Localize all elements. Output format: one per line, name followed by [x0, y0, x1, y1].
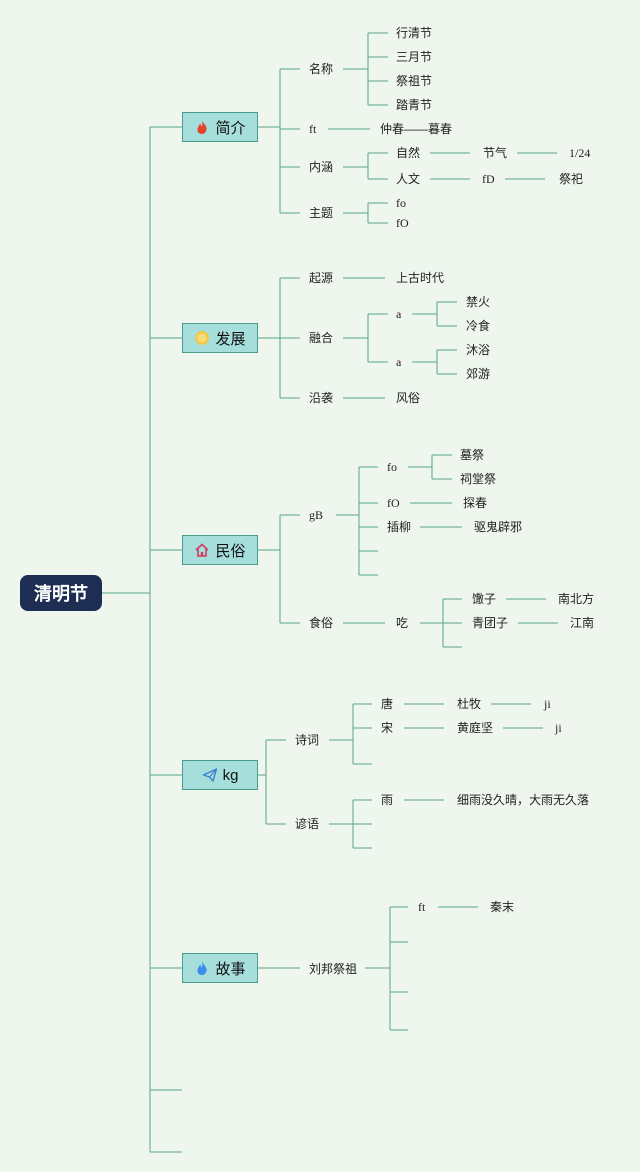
branch-custom[interactable]: 民俗 [182, 535, 258, 565]
root-node[interactable]: 清明节 [20, 575, 102, 611]
node-fO[interactable]: fO [387, 496, 400, 510]
node-willow[interactable]: 插柳 [387, 520, 412, 534]
node-eat[interactable]: 吃 [396, 616, 409, 630]
node-fd[interactable]: fD [482, 172, 495, 186]
node-sacrifice[interactable]: 祭祀 [559, 172, 584, 186]
node-date[interactable]: 1/24 [569, 146, 591, 160]
node-food-item[interactable]: 青团子 [472, 616, 509, 630]
node-theme-item[interactable]: fo [396, 196, 406, 210]
branch-dev-label: 发展 [215, 330, 246, 348]
node-rain-value[interactable]: 细雨没久晴，大雨无久落 [457, 793, 590, 807]
node-solar-term[interactable]: 节气 [483, 146, 508, 160]
node-story-ft-value[interactable]: 秦末 [490, 900, 515, 914]
branch-kg[interactable]: kg [182, 760, 258, 790]
node-food-item[interactable]: 馓子 [472, 592, 497, 606]
node-story-topic[interactable]: 刘邦祭祖 [309, 962, 358, 976]
branch-story[interactable]: 故事 [182, 953, 258, 983]
root-label: 清明节 [34, 584, 88, 605]
node-name[interactable]: 名称 [309, 62, 334, 76]
node-poet[interactable]: 杜牧 [457, 697, 482, 711]
branch-kg-label: kg [222, 766, 239, 784]
node-ft[interactable]: ft [309, 122, 317, 136]
node-food-region[interactable]: 南北方 [558, 592, 595, 606]
branch-intro[interactable]: 简介 [182, 112, 258, 142]
node-a1-item[interactable]: 冷食 [466, 319, 491, 333]
branch-dev[interactable]: 发展 [182, 323, 258, 353]
node-food-region[interactable]: 江南 [570, 616, 595, 630]
node-fo-item[interactable]: 墓祭 [460, 448, 485, 462]
node-nature[interactable]: 自然 [396, 146, 421, 160]
node-name-item[interactable]: 踏青节 [396, 98, 433, 112]
node-gb[interactable]: gB [309, 508, 324, 522]
node-name-item[interactable]: 三月节 [396, 50, 433, 64]
paper-plane-icon [202, 767, 218, 783]
flame-icon [194, 960, 210, 976]
node-a2[interactable]: a [396, 355, 402, 369]
flame-icon [194, 119, 210, 135]
node-story-ft[interactable]: ft [418, 900, 426, 914]
node-theme-item[interactable]: fO [396, 216, 409, 230]
node-a1[interactable]: a [396, 307, 402, 321]
node-fO-value[interactable]: 探春 [463, 496, 488, 510]
node-proverb[interactable]: 谚语 [295, 817, 320, 831]
node-poem-note[interactable]: ji [555, 721, 562, 735]
node-a1-item[interactable]: 禁火 [466, 295, 491, 309]
node-dynasty[interactable]: 唐 [381, 697, 394, 711]
node-dynasty[interactable]: 宋 [381, 721, 394, 735]
branch-custom-label: 民俗 [215, 542, 246, 560]
house-icon [194, 542, 210, 558]
node-meaning[interactable]: 内涵 [309, 160, 334, 174]
node-willow-value[interactable]: 驱鬼辟邪 [474, 520, 523, 534]
node-poet[interactable]: 黄庭坚 [457, 721, 494, 735]
node-ft-value[interactable]: 仲春——暮春 [380, 122, 453, 136]
node-food[interactable]: 食俗 [309, 616, 334, 630]
node-culture[interactable]: 人文 [396, 172, 421, 186]
node-name-item[interactable]: 祭祖节 [396, 74, 433, 88]
node-fo-item[interactable]: 祠堂祭 [460, 472, 497, 486]
node-fo[interactable]: fo [387, 460, 397, 474]
node-a2-item[interactable]: 沐浴 [466, 343, 491, 357]
node-continue[interactable]: 沿袭 [309, 391, 334, 405]
node-poetry[interactable]: 诗词 [295, 733, 320, 747]
branch-story-label: 故事 [215, 960, 246, 978]
sun-icon [194, 330, 210, 346]
node-continue-value[interactable]: 风俗 [396, 391, 421, 405]
node-theme[interactable]: 主题 [309, 206, 334, 220]
node-name-item[interactable]: 行清节 [396, 26, 433, 40]
node-fusion[interactable]: 融合 [309, 331, 334, 345]
node-origin-value[interactable]: 上古时代 [396, 271, 445, 285]
branch-intro-label: 简介 [215, 119, 246, 137]
node-origin[interactable]: 起源 [309, 271, 334, 285]
node-rain[interactable]: 雨 [381, 793, 394, 807]
node-a2-item[interactable]: 郊游 [466, 367, 491, 381]
node-poem-note[interactable]: ji [544, 697, 551, 711]
